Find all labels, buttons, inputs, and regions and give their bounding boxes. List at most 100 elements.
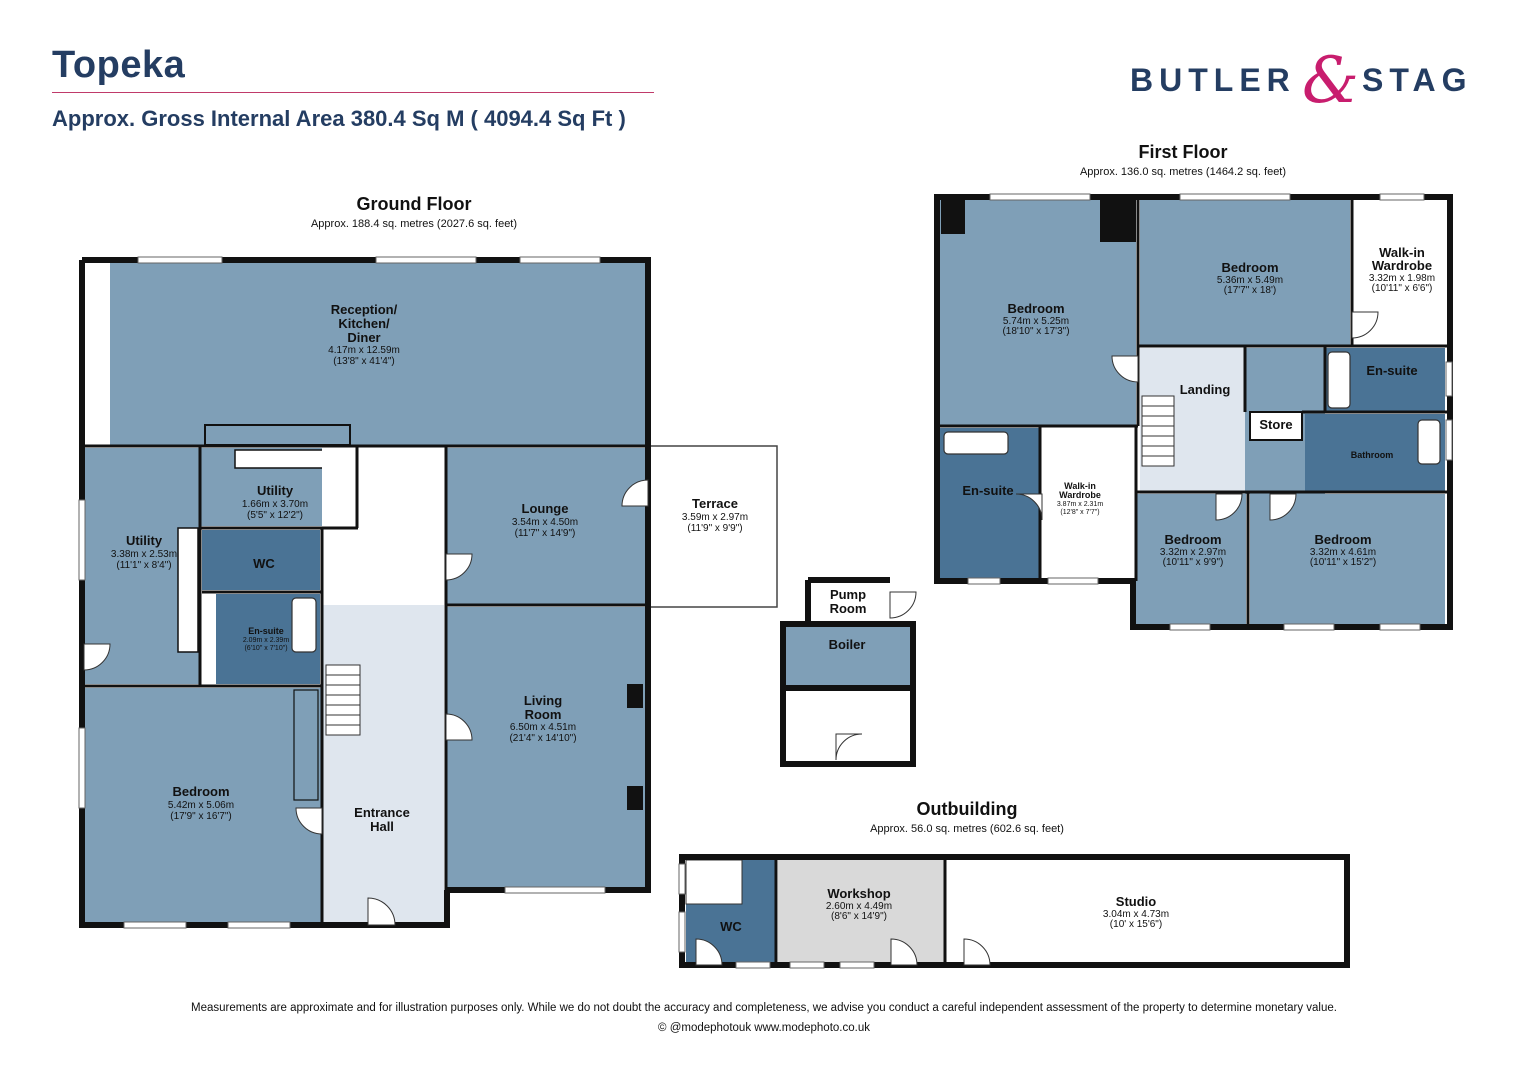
window — [375, 256, 477, 264]
living-door-icon — [445, 713, 473, 741]
reception-imperial: (13'8" x 41'4") — [333, 356, 395, 367]
walkin1-metric: 3.32m x 1.98m — [1369, 273, 1435, 284]
first-floor-area: Approx. 136.0 sq. metres (1464.2 sq. fee… — [1080, 166, 1286, 178]
bedroom2-label: Bedroom — [1221, 260, 1278, 275]
chimney-icon — [627, 786, 643, 810]
reception-label-1: Reception/ — [331, 302, 398, 317]
room-lounge — [447, 448, 645, 604]
bath-icon — [943, 431, 1009, 455]
bedroom-imperial: (17'9" x 16'7") — [170, 811, 232, 822]
bedroom2-metric: 5.36m x 5.49m — [1217, 275, 1283, 286]
ground-floor-inner-walls — [84, 444, 648, 925]
living-label-2: Room — [525, 707, 562, 722]
room-boiler — [786, 626, 910, 686]
bedroom4-label: Bedroom — [1314, 532, 1371, 547]
bedroom3-door-icon — [1215, 493, 1243, 521]
window — [678, 911, 686, 953]
lounge-label: Lounge — [522, 501, 569, 516]
bedroom1-metric: 5.74m x 5.25m — [1003, 316, 1069, 327]
footer-disclaimer: Measurements are approximate and for ill… — [191, 1002, 1337, 1014]
window — [735, 961, 771, 969]
first-floor: First Floor Approx. 136.0 sq. metres (14… — [934, 142, 1453, 631]
gross-internal-area: Approx. Gross Internal Area 380.4 Sq M (… — [52, 106, 626, 131]
terrace-imperial: (11'9" x 9'9") — [687, 523, 742, 534]
bath-icon — [291, 597, 317, 653]
bedroom4-door-icon — [1269, 493, 1297, 521]
inner-hall — [322, 445, 444, 605]
window — [1047, 577, 1099, 585]
outbuilding: Outbuilding Approx. 56.0 sq. metres (602… — [678, 799, 1350, 969]
window — [1283, 623, 1335, 631]
studio-metric: 3.04m x 4.73m — [1103, 909, 1169, 920]
walkin1-imperial: (10'11" x 6'6") — [1372, 283, 1433, 294]
ensuite2-label: En-suite — [962, 483, 1013, 498]
bedroom1-label: Bedroom — [1007, 301, 1064, 316]
front-door-icon — [367, 897, 396, 926]
lounge-door-icon — [445, 553, 473, 581]
annex-store — [786, 688, 910, 762]
wc-door-icon — [695, 938, 723, 966]
terrace-metric: 3.59m x 2.97m — [682, 512, 748, 523]
chimney-icon — [941, 200, 965, 234]
walkin2-metric: 3.87m x 2.31m — [1057, 501, 1103, 508]
terrace-door-icon — [621, 479, 649, 507]
room-pump — [810, 582, 888, 622]
title-underline — [52, 92, 654, 93]
window — [1169, 623, 1211, 631]
footer-copyright: © @modephotouk www.modephoto.co.uk — [658, 1022, 870, 1034]
window — [137, 256, 223, 264]
lounge-imperial: (11'7" x 14'9") — [515, 528, 576, 539]
bedroom-door-icon — [295, 807, 323, 835]
annex: Pump Room Boiler — [780, 577, 917, 767]
side-passage — [84, 263, 110, 445]
ensuite-label: En-suite — [248, 626, 284, 636]
utility-counter — [177, 527, 199, 653]
room-bedroom2 — [1140, 200, 1350, 346]
living-imperial: (21'4" x 14'10") — [509, 733, 576, 744]
page-title: Topeka — [52, 44, 186, 86]
room-reception — [110, 263, 645, 445]
window — [678, 863, 686, 895]
hall-label-2: Hall — [370, 819, 394, 834]
workshop-door-icon — [890, 938, 918, 966]
bath-icon — [1417, 419, 1441, 465]
walkin1-label-1: Walk-in — [1379, 245, 1425, 260]
ground-floor-area: Approx. 188.4 sq. metres (2027.6 sq. fee… — [311, 218, 517, 230]
bedroom3-imperial: (10'11" x 9'9") — [1163, 557, 1224, 568]
window — [967, 577, 1001, 585]
pump-door-icon — [889, 591, 917, 619]
annex-walls — [780, 577, 916, 767]
reception-label-2: Kitchen/ — [338, 316, 390, 331]
terrace-label: Terrace — [692, 496, 738, 511]
window — [78, 499, 86, 581]
chimney-icon — [1100, 200, 1136, 242]
outbuilding-title: Outbuilding — [917, 799, 1018, 819]
bedroom3-metric: 3.32m x 2.97m — [1160, 547, 1226, 558]
room-wc — [202, 530, 320, 590]
living-metric: 6.50m x 4.51m — [510, 722, 576, 733]
window — [1445, 361, 1453, 397]
first-floor-outer-wall — [934, 194, 1453, 630]
reception-label-3: Diner — [347, 330, 380, 345]
window — [504, 886, 606, 894]
outbuilding-inner-walls — [774, 857, 947, 965]
ground-floor-title: Ground Floor — [357, 194, 472, 214]
logo-word-butler: BUTLER — [1130, 62, 1296, 98]
walkin2-label-2: Wardrobe — [1059, 490, 1101, 500]
fireplace-icon — [627, 684, 643, 708]
walkin1-door-icon — [1351, 311, 1379, 339]
pump-label-1: Pump — [830, 587, 866, 602]
stairs-icon — [325, 664, 361, 736]
room-living — [447, 607, 645, 887]
bedroom4-metric: 3.32m x 4.61m — [1310, 547, 1376, 558]
ground-floor: Ground Floor Approx. 188.4 sq. metres (2… — [78, 194, 778, 929]
room-hall — [322, 605, 444, 923]
walkin2-imperial: (12'8" x 7'7") — [1060, 509, 1099, 516]
bedroom-label: Bedroom — [172, 784, 229, 799]
wardrobe-icon — [293, 689, 319, 801]
window — [1179, 193, 1291, 201]
window — [78, 727, 86, 809]
logo-word-stag: STAG — [1362, 62, 1473, 98]
butler-stag-logo: BUTLER & STAG — [1130, 44, 1480, 118]
